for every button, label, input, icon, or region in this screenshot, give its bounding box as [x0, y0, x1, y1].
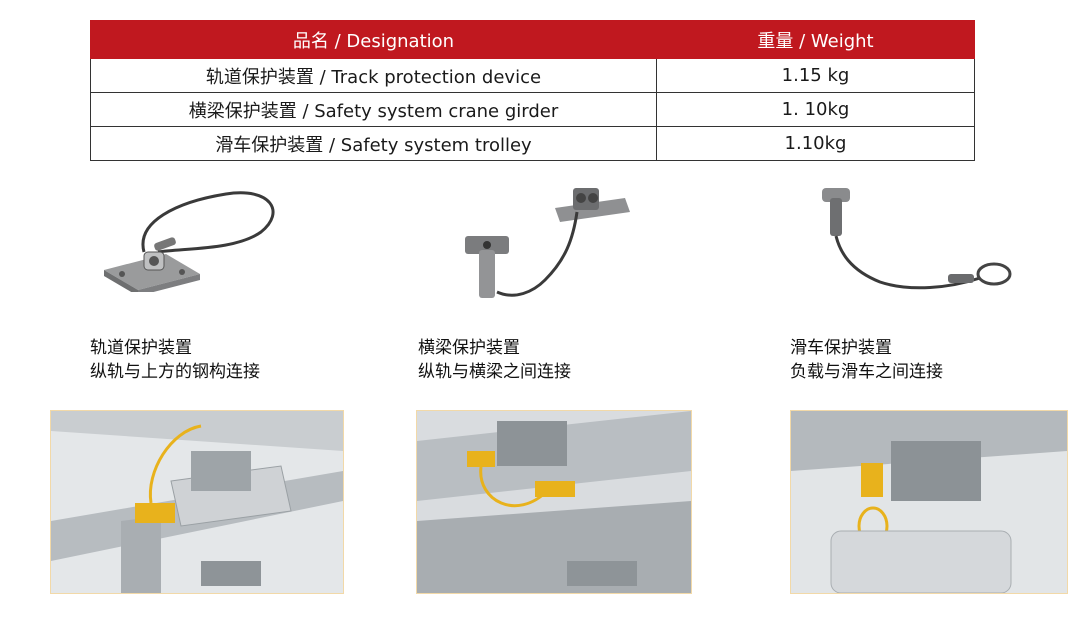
product-caption-track: 轨道保护装置 纵轨与上方的钢构连接	[90, 336, 260, 384]
weight-cell: 1. 10kg	[656, 92, 975, 127]
product-caption-girder: 横梁保护装置 纵轨与横梁之间连接	[418, 336, 571, 384]
product-caption-trolley: 滑车保护装置 负载与滑车之间连接	[790, 336, 943, 384]
track-protection-device-image	[104, 191, 275, 292]
header-designation: 品名 / Designation	[90, 20, 657, 59]
trolley-safety-image	[822, 188, 1012, 290]
weight-cell: 1.15 kg	[656, 58, 975, 93]
product-description: 负载与滑车之间连接	[790, 362, 943, 382]
table-row: 横梁保护装置 / Safety system crane girder 1. 1…	[90, 92, 975, 127]
track-installation-render	[50, 410, 344, 594]
designation-cell: 滑车保护装置 / Safety system trolley	[90, 126, 657, 161]
product-description: 纵轨与上方的钢构连接	[90, 362, 260, 382]
girder-installation-render	[416, 410, 692, 594]
crane-girder-safety-image	[465, 188, 630, 298]
product-title: 轨道保护装置	[90, 338, 192, 358]
product-title: 滑车保护装置	[790, 338, 892, 358]
designation-cell: 横梁保护装置 / Safety system crane girder	[90, 92, 657, 127]
product-title: 横梁保护装置	[418, 338, 520, 358]
product-description: 纵轨与横梁之间连接	[418, 362, 571, 382]
trolley-installation-render	[790, 410, 1068, 594]
weight-cell: 1.10kg	[656, 126, 975, 161]
table-row: 滑车保护装置 / Safety system trolley 1.10kg	[90, 126, 975, 161]
table-row: 轨道保护装置 / Track protection device 1.15 kg	[90, 58, 975, 93]
table-header-row: 品名 / Designation 重量 / Weight	[90, 20, 975, 59]
spec-table: 品名 / Designation 重量 / Weight 轨道保护装置 / Tr…	[90, 20, 975, 161]
header-weight: 重量 / Weight	[656, 20, 975, 59]
designation-cell: 轨道保护装置 / Track protection device	[90, 58, 657, 93]
